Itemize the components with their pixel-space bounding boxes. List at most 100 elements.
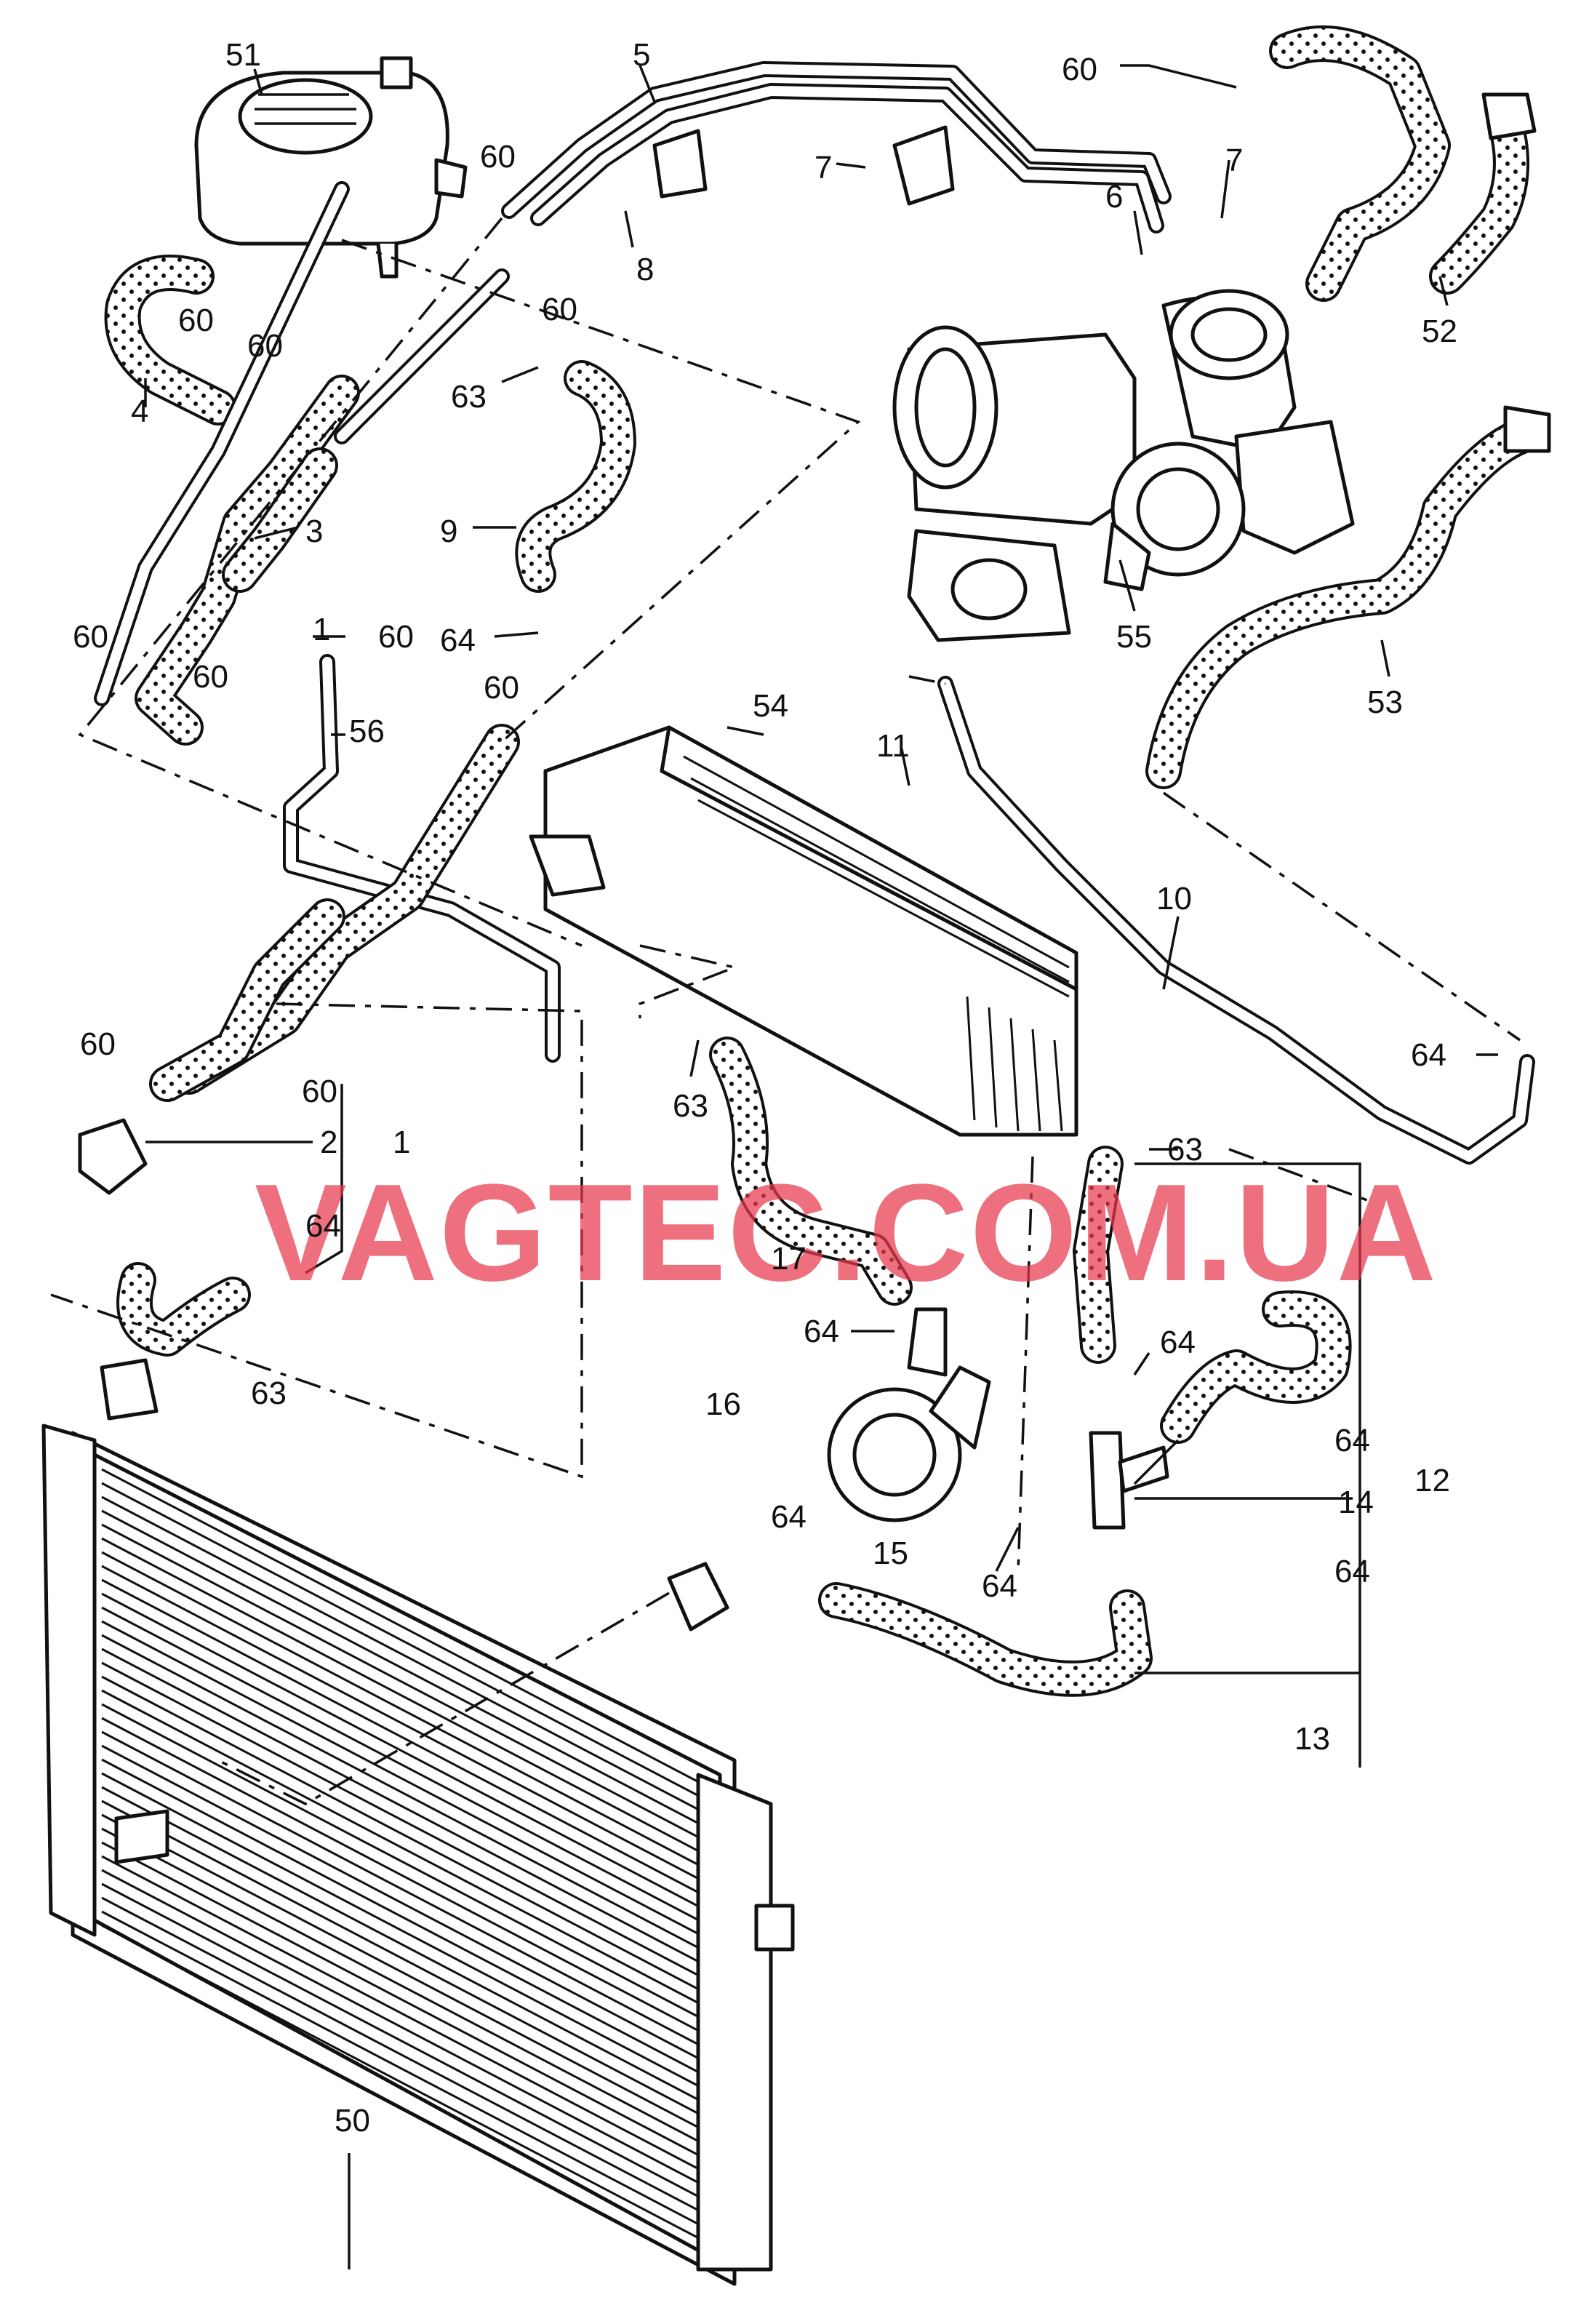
radiator-fin [101,1924,713,2247]
callout-1: 1 [393,1125,410,1160]
radiator-fin [101,1896,713,2219]
callout-53: 53 [1367,684,1403,720]
callout-15: 15 [873,1536,908,1571]
hose-4 [104,255,236,426]
radiator-fin [101,1496,713,1818]
callout-63: 63 [673,1088,708,1124]
radiator-fin [101,1730,713,2053]
callout-16: 16 [705,1386,741,1422]
callout-64: 64 [1411,1037,1446,1073]
radiator-fin [101,1509,713,1832]
callout-labels: 51 5 60 60 60 60 60 60 60 60 60 60 60 7 … [73,37,1457,2139]
electric-coolant-pump [827,1307,991,1522]
callout-64: 64 [982,1568,1017,1604]
hose-12 [1073,1146,1352,1444]
radiator-fin [101,1855,713,2178]
callout-54: 54 [753,688,788,724]
callout-60: 60 [247,328,283,364]
radiator-fin [101,1648,713,1970]
radiator-fin [101,1634,713,1957]
callout-63: 63 [451,379,487,415]
radiator-fin [101,1689,713,2012]
callout-60: 60 [378,619,414,655]
callout-64: 64 [440,623,476,658]
callout-10: 10 [1156,881,1192,917]
radiator-fin [101,1813,713,2136]
callout-64: 64 [1160,1325,1196,1360]
radiator-fin [101,1869,713,2192]
heat-exchanger [529,725,1078,1137]
callout-60: 60 [542,292,577,327]
radiator-fin [101,1758,713,2081]
hose-9 [515,360,636,593]
t-piece-14 [1089,1431,1169,1530]
radiator-fin [101,1717,713,2040]
pipe-to-tank [94,181,510,706]
radiator-fin [101,1592,713,1915]
radiator-fin [101,1772,713,2095]
hose-52 [1269,25,1537,302]
callout-56: 56 [349,714,385,749]
callout-64: 64 [771,1499,806,1535]
callout-3: 3 [305,514,323,549]
assembly-lines [50,217,1521,1805]
callout-60: 60 [1062,52,1097,87]
pipe-bundle-5 [501,61,1172,233]
callout-7: 7 [1225,143,1243,178]
radiator-fin [101,1551,713,1874]
callout-64: 64 [804,1314,839,1349]
radiator-fin [101,1827,713,2150]
callout-60: 60 [178,303,214,338]
callout-60: 60 [73,619,108,655]
callout-12: 12 [1414,1463,1450,1498]
callout-4: 4 [131,394,148,429]
radiator-fin [101,1565,713,1888]
callout-14: 14 [1338,1485,1374,1520]
radiator-fin [101,1523,713,1846]
callout-17: 17 [771,1241,806,1277]
callout-5: 5 [633,37,650,73]
watermark: VAGTEC.COM.UA [255,1156,1438,1310]
radiator-fin [101,1482,713,1805]
callout-50: 50 [335,2103,370,2139]
callout-52: 52 [1422,314,1457,349]
callout-60: 60 [302,1074,337,1109]
hose-3 [135,375,360,746]
callout-64: 64 [1334,1554,1370,1589]
radiator-fin [101,1620,713,1943]
radiator-fin [101,1744,713,2067]
hose-53 [1145,405,1551,789]
callout-60: 60 [80,1026,116,1062]
callout-63: 63 [251,1375,287,1411]
radiator-fin [101,1800,713,2123]
radiator-fin [101,1578,713,1901]
callout-1: 1 [313,612,330,647]
hose-63-lower-left [78,1118,251,1357]
callout-6: 6 [1105,179,1123,215]
radiator-fin [101,1786,713,2109]
callout-63: 63 [1167,1132,1203,1167]
radiator-fin [101,1468,713,1791]
callout-13: 13 [1294,1721,1330,1757]
pipe-10 [937,676,1535,1165]
callout-60: 60 [480,139,516,175]
radiator-fin [101,1910,713,2233]
radiator-fin [101,1882,713,2205]
radiator [41,1358,795,2286]
callout-7: 7 [814,150,832,185]
callout-11: 11 [876,728,910,764]
radiator-fin [101,1661,713,1984]
callout-9: 9 [440,514,457,549]
callout-2: 2 [320,1125,337,1160]
radiator-fin [101,1537,713,1860]
radiator-fin [101,1606,713,1929]
hose-17 [709,1037,913,1306]
radiator-fin [101,1703,713,2026]
radiator-fin [101,1675,713,1998]
callout-55: 55 [1116,619,1152,655]
turbocharger [892,289,1355,642]
callout-64: 64 [1334,1423,1370,1458]
callout-60: 60 [484,670,519,706]
expansion-tank [194,56,468,279]
